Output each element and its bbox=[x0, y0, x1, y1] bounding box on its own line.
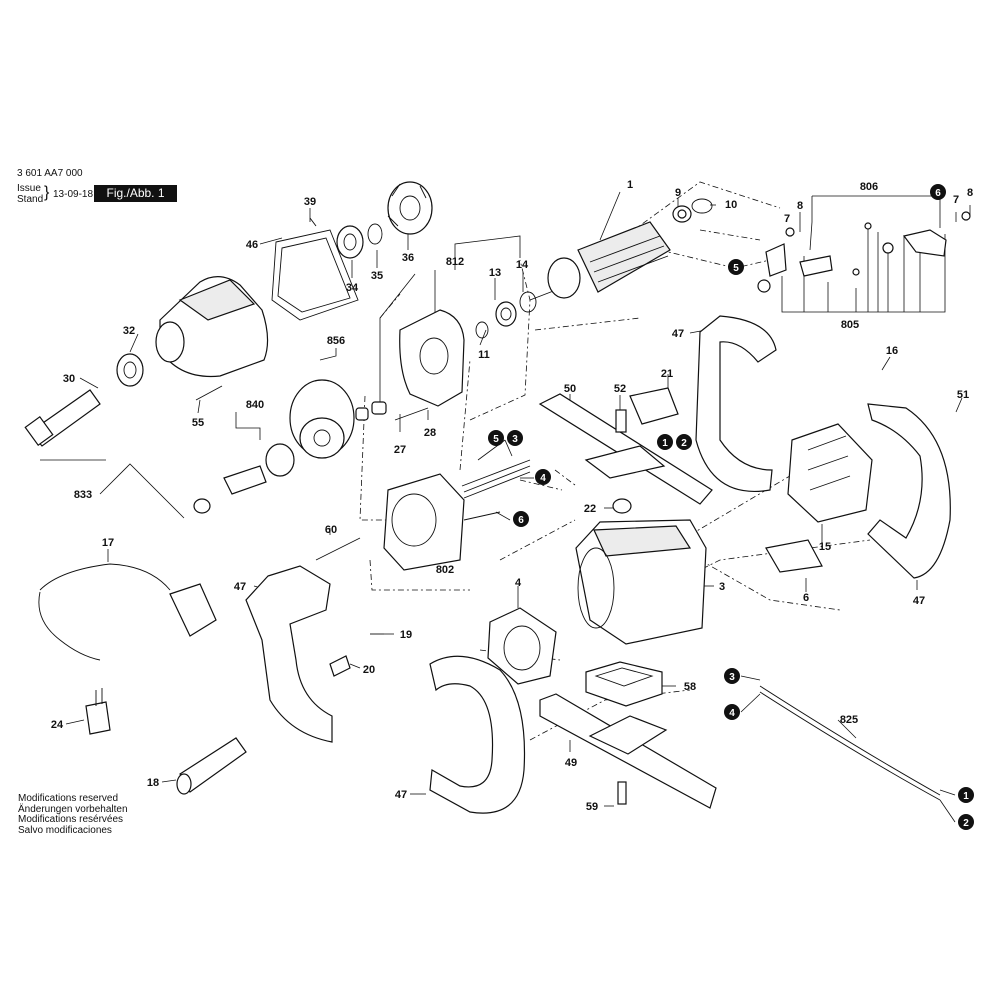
part-number-label: 58 bbox=[684, 681, 696, 693]
part-number-label: 14 bbox=[516, 259, 529, 271]
connector-marker: 2 bbox=[963, 818, 969, 829]
part-number-label: 856 bbox=[327, 335, 345, 347]
part-number-label: 30 bbox=[63, 373, 75, 385]
issue-date: 13-09-18 bbox=[53, 189, 94, 200]
connector-marker: 2 bbox=[681, 438, 687, 449]
bearing-plate-part bbox=[399, 291, 537, 407]
auxiliary-handle-parts bbox=[176, 565, 717, 814]
part-number-labels: 1 9 10 806 7 8 7 8 39 46 34 35 36 812 13… bbox=[51, 179, 973, 813]
stand-label: Stand bbox=[17, 194, 44, 205]
notice-line: Änderungen vorbehalten bbox=[18, 803, 128, 815]
modifications-notice: Modifications reserved Änderungen vorbeh… bbox=[18, 793, 128, 836]
connector-marker: 3 bbox=[729, 672, 735, 683]
part-number-label: 802 bbox=[436, 564, 454, 576]
part-number-label: 47 bbox=[672, 328, 684, 340]
leader-lines bbox=[40, 191, 971, 823]
part-number-label: 17 bbox=[102, 537, 114, 549]
part-number-label: 27 bbox=[394, 444, 406, 456]
connector-marker: 5 bbox=[493, 434, 499, 445]
connector-marker: 1 bbox=[963, 791, 969, 802]
issue-brace: } bbox=[44, 184, 50, 201]
part-number-label: 3 bbox=[719, 581, 725, 593]
part-number-label: 15 bbox=[819, 541, 831, 553]
field-part bbox=[315, 459, 531, 571]
brush-holder-parts bbox=[757, 211, 971, 293]
connector-marker: 1 bbox=[662, 438, 668, 449]
wiring-connector-markers: 6 5 1 2 5 3 4 6 3 4 1 2 bbox=[488, 184, 974, 830]
part-number-label: 11 bbox=[478, 349, 490, 361]
part-number-label: 32 bbox=[123, 325, 135, 337]
part-number-label: 825 bbox=[840, 714, 858, 726]
part-number-label: 805 bbox=[841, 319, 859, 331]
intermediate-gear-part bbox=[193, 379, 429, 514]
part-number-label: 19 bbox=[400, 629, 412, 641]
motor-housing-part bbox=[487, 519, 707, 707]
notice-line: Modifications reserved bbox=[18, 793, 119, 804]
part-number-label: 16 bbox=[886, 345, 898, 357]
part-number-label: 52 bbox=[614, 383, 626, 395]
part-number-label: 812 bbox=[446, 256, 464, 268]
figure-label: Fig./Abb. 1 bbox=[94, 185, 177, 202]
issue-label: Issue bbox=[17, 183, 41, 194]
connector-marker: 6 bbox=[518, 515, 524, 526]
connector-marker: 4 bbox=[729, 708, 735, 719]
part-number-label: 6 bbox=[803, 592, 809, 604]
part-number-label: 46 bbox=[246, 239, 258, 251]
cable-and-plug-parts bbox=[38, 563, 941, 801]
part-number-label: 51 bbox=[957, 389, 969, 401]
part-number-label: 39 bbox=[304, 196, 316, 208]
part-number-label: 47 bbox=[395, 789, 407, 801]
part-number-label: 833 bbox=[74, 489, 92, 501]
part-number-label: 840 bbox=[246, 399, 264, 411]
part-number-label: 50 bbox=[564, 383, 576, 395]
part-number-label: 34 bbox=[346, 282, 359, 294]
part-number-label: 49 bbox=[565, 757, 577, 769]
part-number-label: 59 bbox=[586, 801, 598, 813]
part-number-label: 47 bbox=[913, 595, 925, 607]
part-number-label: 9 bbox=[675, 187, 681, 199]
part-number-label: 60 bbox=[325, 524, 337, 536]
part-number-label: 47 bbox=[234, 581, 246, 593]
part-number-label: 24 bbox=[51, 719, 64, 731]
part-number-label: 20 bbox=[363, 664, 375, 676]
part-number-label: 28 bbox=[424, 427, 436, 439]
part-number-label: 10 bbox=[725, 199, 737, 211]
handle-and-housing-parts bbox=[538, 315, 951, 579]
part-number-label: 55 bbox=[192, 417, 204, 429]
gear-housing-part bbox=[24, 276, 269, 447]
part-number-label: 7 bbox=[953, 194, 959, 206]
connector-marker: 5 bbox=[733, 263, 739, 274]
part-number-label: 806 bbox=[860, 181, 878, 193]
part-number-label: 22 bbox=[584, 503, 596, 515]
part-number-label: 4 bbox=[515, 577, 522, 589]
part-number-label: 8 bbox=[967, 187, 973, 199]
assembly-lines bbox=[359, 181, 871, 741]
notice-line: Salvo modificaciones bbox=[18, 824, 112, 836]
gasket-and-bearings bbox=[271, 181, 433, 321]
armature-part bbox=[529, 198, 713, 301]
document-number: 3 601 AA7 000 bbox=[17, 168, 83, 179]
part-number-label: 35 bbox=[371, 270, 383, 282]
part-number-label: 36 bbox=[402, 252, 414, 264]
connector-marker: 3 bbox=[512, 434, 518, 445]
connector-marker: 6 bbox=[935, 188, 941, 199]
part-number-label: 7 bbox=[784, 213, 790, 225]
part-number-label: 13 bbox=[489, 267, 501, 279]
part-number-label: 8 bbox=[797, 200, 803, 212]
notice-line: Modifications resérvées bbox=[18, 814, 124, 825]
part-number-label: 18 bbox=[147, 777, 159, 789]
part-number-label: 1 bbox=[627, 179, 633, 191]
connector-marker: 4 bbox=[540, 473, 546, 484]
part-number-label: 21 bbox=[661, 368, 673, 380]
